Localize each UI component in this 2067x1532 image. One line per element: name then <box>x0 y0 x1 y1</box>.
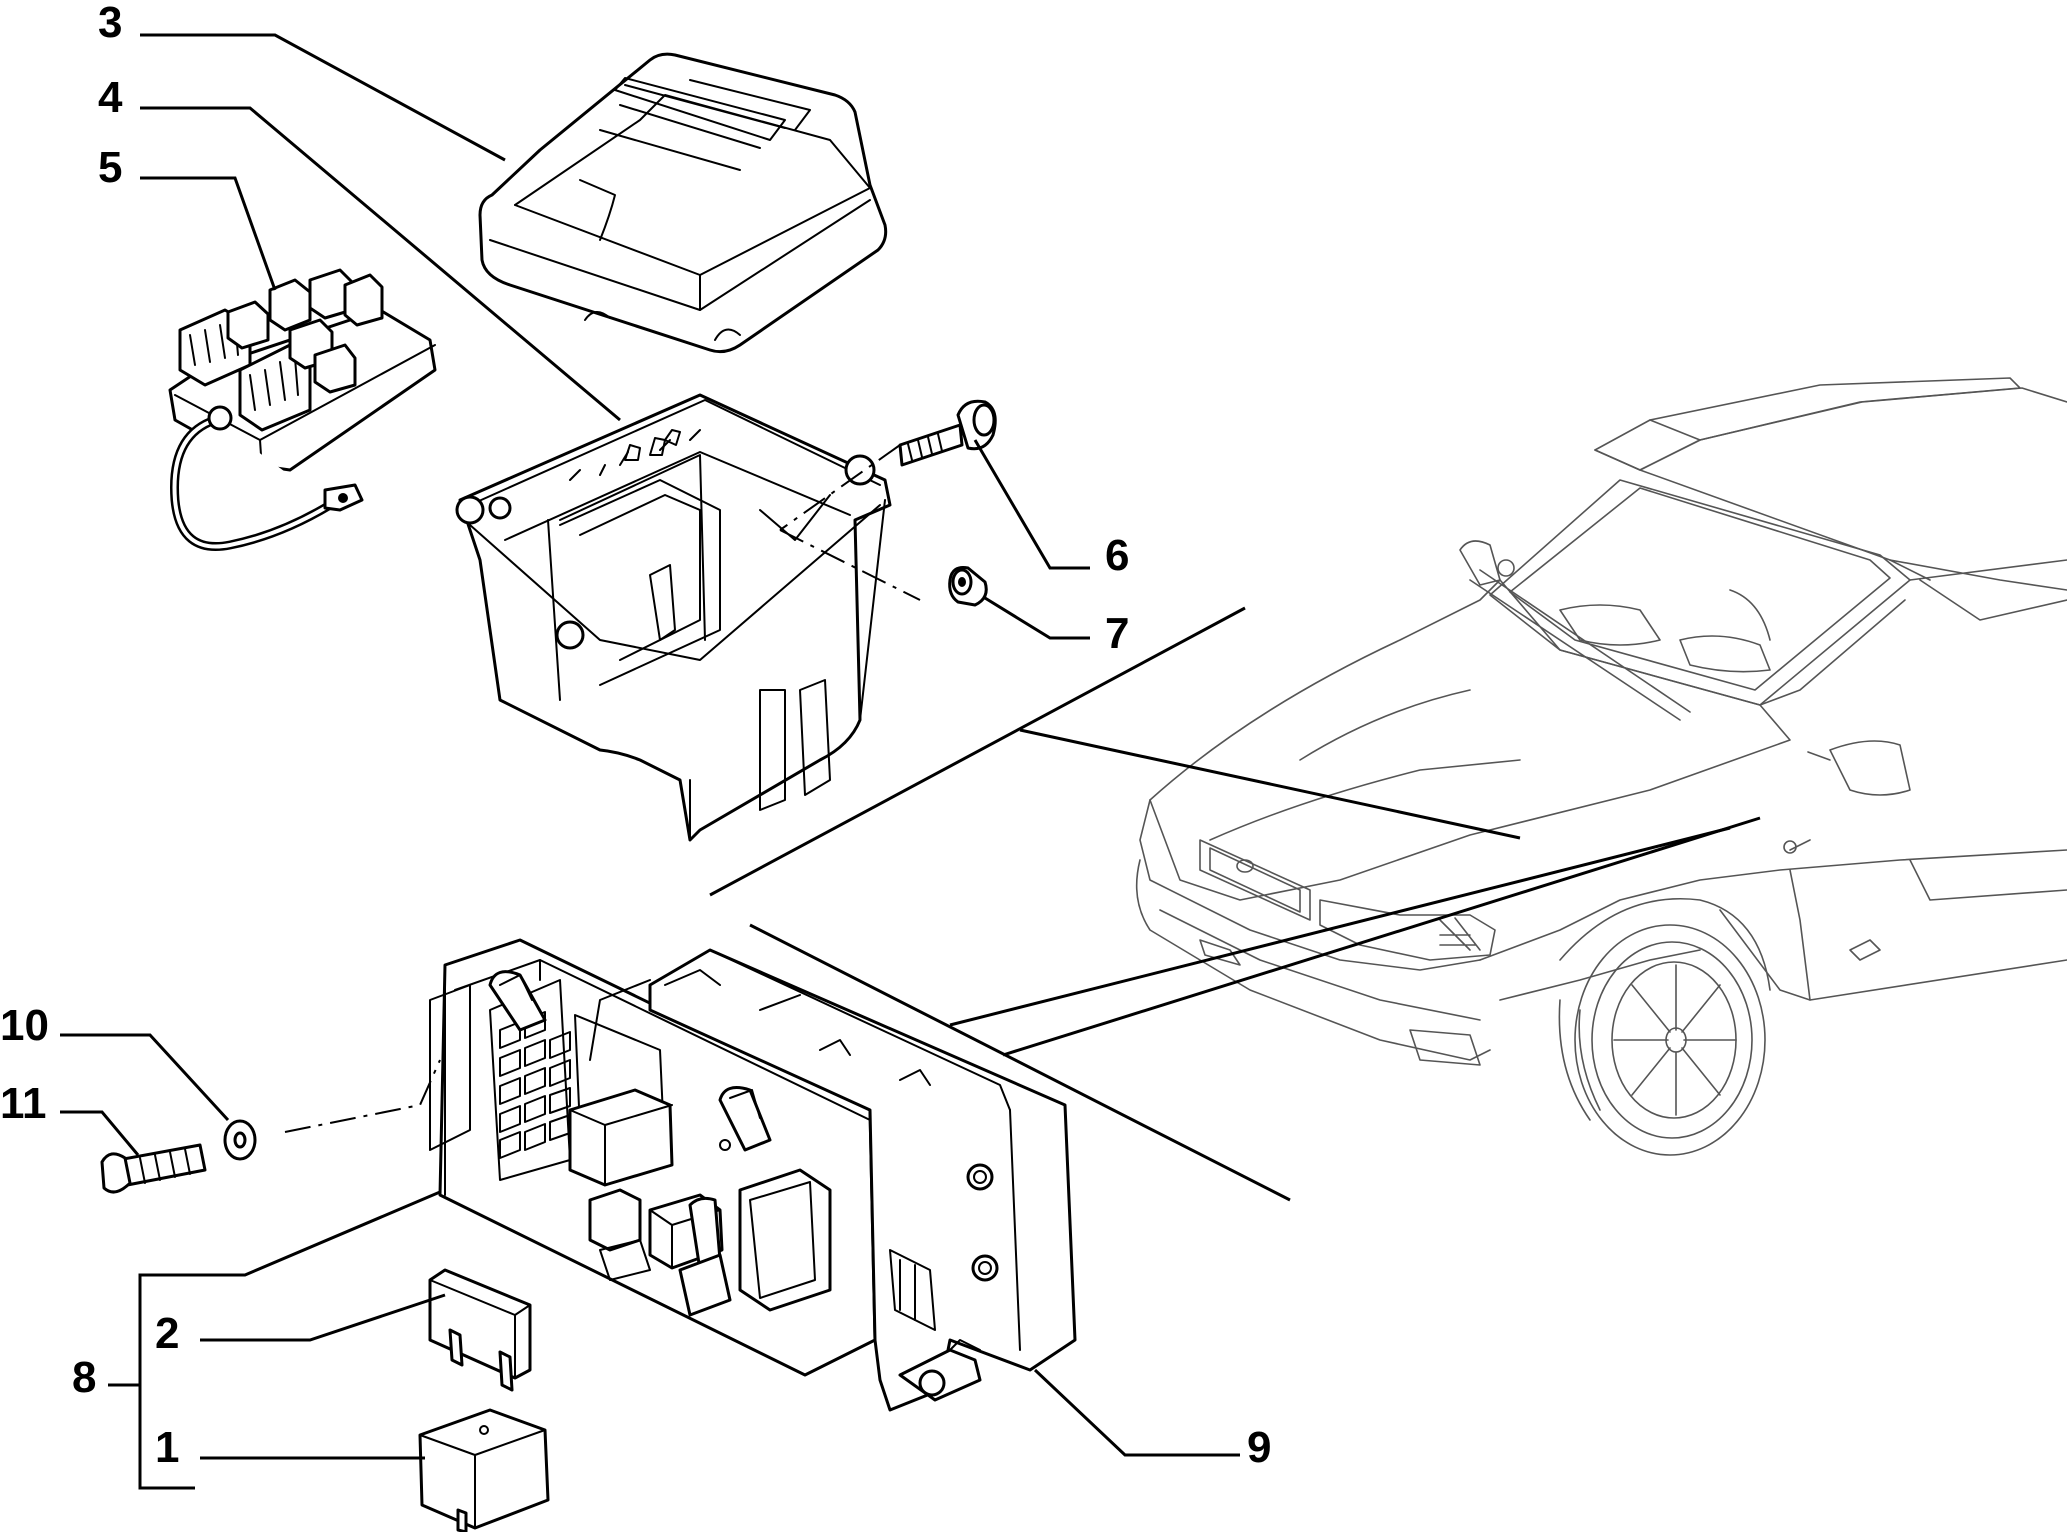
fuse-box-housing-icon <box>455 393 892 842</box>
relay-icon <box>418 1408 550 1532</box>
relay-holder-with-cable-icon <box>168 268 437 551</box>
fuse-box-cover-icon <box>478 52 888 354</box>
screw-icon <box>100 1143 207 1194</box>
car-front-view-icon <box>1135 377 2067 1156</box>
callout-2: 2 <box>155 1309 179 1358</box>
bolt-icon <box>898 399 997 467</box>
callout-8: 8 <box>72 1353 96 1402</box>
callout-3: 3 <box>98 0 122 47</box>
alignment-lines-6-7 <box>284 444 921 1133</box>
car-pointer-lines <box>709 606 1761 1202</box>
washer-icon <box>223 1119 257 1161</box>
blade-fuse-icon <box>428 1268 532 1392</box>
callout-4: 4 <box>98 73 123 122</box>
callout-9: 9 <box>1247 1423 1271 1472</box>
bracket-icon <box>648 948 1077 1412</box>
callout-1: 1 <box>155 1423 179 1472</box>
callout-6: 6 <box>1105 531 1129 580</box>
callout-10: 10 <box>0 1001 49 1050</box>
fuse-control-unit-icon <box>429 938 877 1377</box>
spacer-icon <box>948 566 988 607</box>
callout-7: 7 <box>1105 609 1129 658</box>
leader-lines <box>60 33 1240 1490</box>
callout-11: 11 <box>0 1079 47 1128</box>
callout-5: 5 <box>98 143 122 192</box>
callout-labels: 3 4 5 6 7 10 11 2 8 1 9 <box>0 0 1271 1472</box>
